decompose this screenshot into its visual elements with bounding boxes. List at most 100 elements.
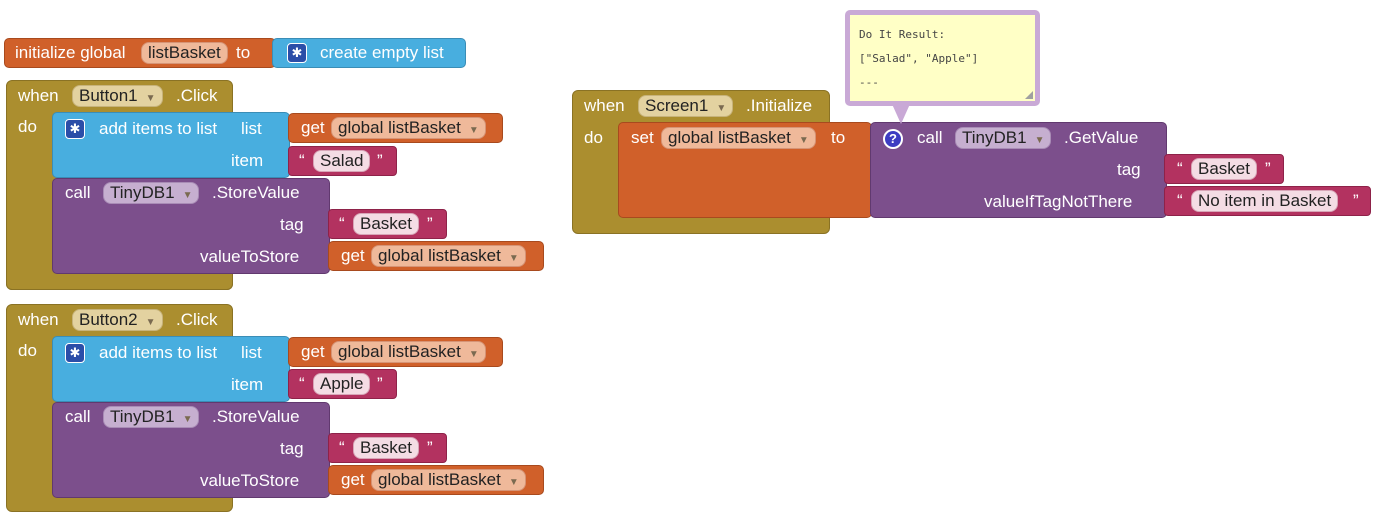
close-quote: ” bbox=[427, 438, 433, 457]
tinydb-component-dropdown[interactable]: TinyDB1▼ bbox=[103, 406, 200, 428]
tinydb-name: TinyDB1 bbox=[110, 183, 175, 202]
variable-dropdown[interactable]: global listBasket ▼ bbox=[371, 245, 526, 267]
getvalue-component-dropdown[interactable]: TinyDB1▼ bbox=[955, 127, 1052, 149]
chevron-down-icon: ▼ bbox=[508, 253, 519, 264]
open-quote: “ bbox=[299, 374, 305, 393]
chevron-down-icon: ▼ bbox=[716, 103, 727, 114]
open-quote: “ bbox=[1177, 191, 1183, 210]
chevron-down-icon: ▼ bbox=[182, 414, 193, 425]
text-value-apple[interactable]: Apple bbox=[313, 373, 371, 395]
open-quote: “ bbox=[1177, 159, 1183, 178]
add-items-label: add items to list bbox=[99, 119, 218, 138]
set-variable-name: global listBasket bbox=[668, 128, 791, 147]
global-name-field[interactable]: listBasket bbox=[141, 42, 228, 64]
create-empty-list-block[interactable]: ✱ create empty list bbox=[272, 38, 466, 68]
text-value-default[interactable]: No item in Basket bbox=[1191, 190, 1339, 212]
tag-socket-label: tag bbox=[280, 439, 304, 458]
get-list-block-2[interactable]: get global listBasket ▼ bbox=[328, 241, 544, 271]
button2-when-label: when bbox=[18, 310, 59, 329]
add-items-block-2[interactable]: ✱ add items to list list item bbox=[52, 336, 290, 402]
text-block-apple[interactable]: “ Apple ” bbox=[288, 369, 397, 399]
get-list-block-1[interactable]: get global listBasket▼ bbox=[288, 113, 503, 143]
add-items-label: add items to list bbox=[99, 343, 218, 362]
variable-name: global listBasket bbox=[378, 246, 501, 265]
item-socket-label: item bbox=[231, 375, 264, 394]
set-variable-dropdown[interactable]: global listBasket▼ bbox=[661, 127, 816, 149]
call-label: call bbox=[65, 407, 91, 426]
get-list-block-3[interactable]: get global listBasket▼ bbox=[288, 337, 503, 367]
value-to-store-label: valueToStore bbox=[200, 471, 300, 490]
get-label: get bbox=[301, 118, 325, 137]
text-value-salad[interactable]: Salad bbox=[313, 150, 371, 172]
open-quote: “ bbox=[299, 151, 305, 170]
question-icon[interactable]: ? bbox=[883, 129, 903, 149]
close-quote: ” bbox=[1265, 159, 1271, 178]
getvalue-tag-label: tag bbox=[1117, 160, 1141, 179]
variable-dropdown[interactable]: global listBasket▼ bbox=[331, 117, 486, 139]
list-socket-label: list bbox=[241, 119, 262, 138]
chevron-down-icon: ▼ bbox=[145, 317, 156, 328]
text-block-basket-2[interactable]: “ Basket ” bbox=[328, 433, 447, 463]
open-quote: “ bbox=[339, 438, 345, 457]
getvalue-call-label: call bbox=[917, 128, 943, 147]
text-value-basket[interactable]: Basket bbox=[353, 437, 419, 459]
chevron-down-icon: ▼ bbox=[468, 349, 479, 360]
chevron-down-icon: ▼ bbox=[508, 477, 519, 488]
resize-handle-icon[interactable] bbox=[1025, 91, 1033, 99]
chevron-down-icon: ▼ bbox=[1034, 135, 1045, 146]
text-value-basket[interactable]: Basket bbox=[353, 213, 419, 235]
screen1-when-label: when bbox=[584, 96, 625, 115]
button2-component-dropdown[interactable]: Button2▼ bbox=[72, 309, 163, 331]
close-quote: ” bbox=[377, 151, 383, 170]
open-quote: “ bbox=[339, 214, 345, 233]
result-separator: --- bbox=[859, 76, 879, 89]
text-block-basket-1[interactable]: “ Basket ” bbox=[328, 209, 447, 239]
screen1-component-dropdown[interactable]: Screen1▼ bbox=[638, 95, 734, 117]
button1-handler-bottom bbox=[6, 270, 233, 290]
tag-socket-label: tag bbox=[280, 215, 304, 234]
chevron-down-icon: ▼ bbox=[182, 190, 193, 201]
button1-when-label: when bbox=[18, 86, 59, 105]
init-to-label: to bbox=[236, 43, 251, 62]
variable-dropdown[interactable]: global listBasket▼ bbox=[371, 469, 526, 491]
storevalue-block-1[interactable]: call TinyDB1 ▼ .StoreValue tag valueToSto… bbox=[52, 178, 330, 274]
result-value: ["Salad", "Apple"] bbox=[859, 52, 979, 65]
bubble-pointer bbox=[892, 104, 910, 124]
getvalue-method-label: .GetValue bbox=[1064, 128, 1139, 147]
text-block-salad[interactable]: “ Salad ” bbox=[288, 146, 397, 176]
text-value-basket[interactable]: Basket bbox=[1191, 158, 1257, 180]
init-prefix: initialize global bbox=[15, 43, 126, 62]
global-init-block[interactable]: initialize global listBasket to bbox=[4, 38, 276, 68]
gear-icon[interactable]: ✱ bbox=[65, 119, 85, 139]
add-items-block-1[interactable]: ✱ add items to list list item bbox=[52, 112, 290, 178]
text-block-basket-3[interactable]: “ Basket ” bbox=[1164, 154, 1284, 184]
getvalue-block[interactable]: ? call TinyDB1▼ .GetValue tag valueIfTag… bbox=[870, 122, 1167, 218]
gear-icon[interactable]: ✱ bbox=[287, 43, 307, 63]
close-quote: ” bbox=[377, 374, 383, 393]
get-list-block-4[interactable]: get global listBasket▼ bbox=[328, 465, 544, 495]
variable-name: global listBasket bbox=[338, 118, 461, 137]
get-label: get bbox=[341, 246, 365, 265]
button2-do-label: do bbox=[18, 341, 37, 360]
call-label: call bbox=[65, 183, 91, 202]
button1-do-label: do bbox=[18, 117, 37, 136]
screen1-do-label: do bbox=[584, 128, 603, 147]
button2-event-label: .Click bbox=[176, 310, 218, 329]
storevalue-method-label: .StoreValue bbox=[212, 407, 300, 426]
variable-dropdown[interactable]: global listBasket ▼ bbox=[331, 341, 486, 363]
do-it-result-bubble: Do It Result: ["Salad", "Apple"] --- bbox=[845, 10, 1040, 106]
button1-event-label: .Click bbox=[176, 86, 218, 105]
get-label: get bbox=[341, 470, 365, 489]
storevalue-method-label: .StoreValue bbox=[212, 183, 300, 202]
set-to-label: to bbox=[831, 128, 846, 147]
set-global-block[interactable]: set global listBasket▼ to bbox=[618, 122, 872, 218]
button1-component-dropdown[interactable]: Button1▼ bbox=[72, 85, 163, 107]
screen1-event-label: .Initialize bbox=[746, 96, 813, 115]
variable-name: global listBasket bbox=[338, 342, 461, 361]
tinydb-component-dropdown[interactable]: TinyDB1 ▼ bbox=[103, 182, 200, 204]
gear-icon[interactable]: ✱ bbox=[65, 343, 85, 363]
storevalue-block-2[interactable]: call TinyDB1▼ .StoreValue tag valueToSto… bbox=[52, 402, 330, 498]
value-to-store-label: valueToStore bbox=[200, 247, 300, 266]
getvalue-default-label: valueIfTagNotThere bbox=[984, 192, 1133, 211]
text-block-default[interactable]: “ No item in Basket ” bbox=[1164, 186, 1371, 216]
